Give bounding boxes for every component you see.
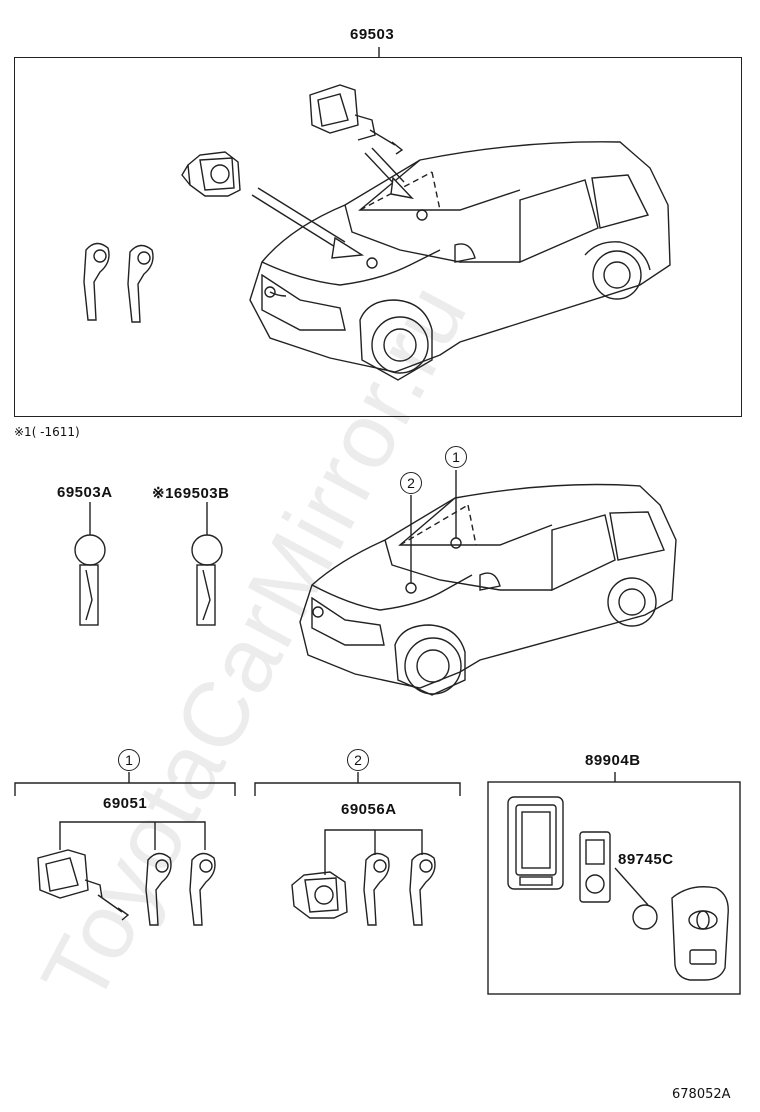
car-illustration-top	[249, 141, 671, 381]
key-69503A	[74, 534, 106, 626]
ignition-cylinder-top	[181, 151, 241, 197]
callout-2-group: 2	[347, 749, 369, 771]
part-label-89745C: 89745C	[618, 851, 674, 868]
part-label-69503A: 69503A	[57, 484, 113, 501]
part-label-69503B: ※169503B	[152, 485, 230, 502]
part-label-69051: 69051	[103, 795, 148, 812]
key-top-2	[127, 244, 154, 323]
car-illustration-middle	[299, 470, 677, 696]
part-label-69056A: 69056A	[341, 801, 397, 818]
ignition-cylinder-g2	[291, 871, 348, 919]
top-group-box	[14, 57, 742, 417]
key-g1-1	[145, 852, 172, 926]
key-69503B	[191, 534, 223, 626]
callout-2-car: 2	[400, 472, 422, 494]
arrow-to-door	[364, 147, 415, 200]
part-label-69503: 69503	[350, 26, 395, 43]
smart-key-cover	[671, 886, 729, 981]
figure-id: 678052A	[672, 1087, 731, 1102]
arrow-to-hood	[251, 187, 365, 259]
smart-key-box	[487, 781, 741, 995]
door-lock-assembly-g1	[37, 849, 130, 921]
key-top-1	[83, 242, 110, 321]
key-g2-1	[363, 852, 390, 926]
callout-1-car: 1	[445, 446, 467, 468]
key-g2-2	[409, 852, 436, 926]
key-g1-2	[189, 852, 216, 926]
footnote: ※1( -1611)	[14, 425, 80, 439]
smart-key-case	[507, 796, 564, 890]
part-label-89904B: 89904B	[585, 752, 641, 769]
door-lock-assembly-top	[309, 84, 404, 155]
callout-1-group: 1	[118, 749, 140, 771]
smart-key-board	[579, 831, 611, 903]
battery	[632, 904, 658, 930]
